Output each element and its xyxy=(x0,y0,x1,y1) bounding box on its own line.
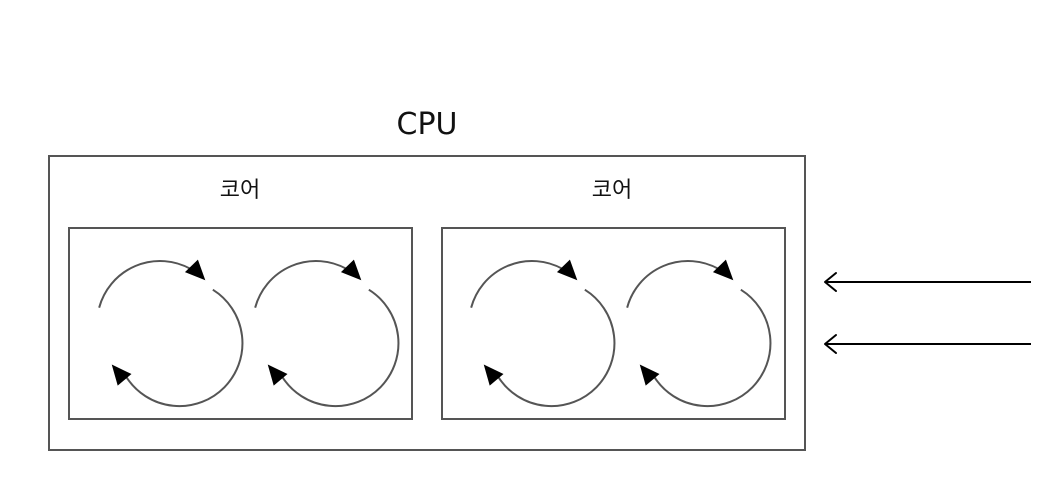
core-label-1: 코어 xyxy=(219,178,261,203)
cycle-icon xyxy=(254,259,400,408)
cpu-box xyxy=(48,155,806,451)
cpu-label: CPU xyxy=(396,107,458,142)
core-box-2 xyxy=(441,227,786,420)
incoming-arrow xyxy=(824,334,1031,354)
core-box-1 xyxy=(68,227,413,420)
cycle-icon xyxy=(98,259,244,408)
cycle-icon xyxy=(470,259,616,408)
core-label-2: 코어 xyxy=(591,178,633,203)
incoming-arrow xyxy=(824,272,1031,292)
cycle-icon xyxy=(626,259,772,408)
